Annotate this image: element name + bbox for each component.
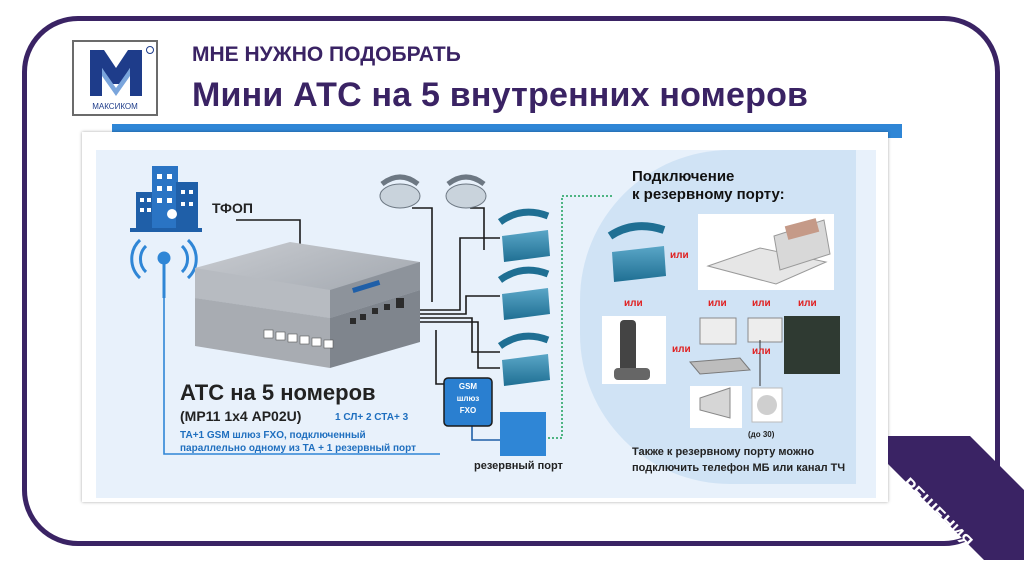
speaker-horn-icon	[690, 386, 742, 428]
page-subtitle: МНЕ НУЖНО ПОДОБРАТЬ	[192, 43, 461, 66]
up-to-30-label: (до 30)	[748, 430, 775, 439]
maxicom-logo	[72, 40, 158, 116]
tfop-label: ТФОП	[212, 200, 253, 216]
footer-line-2: подключить телефон МБ или канал ТЧ	[632, 462, 846, 474]
gsm-gateway-box	[443, 377, 493, 427]
gsm-to-port-link	[471, 424, 500, 441]
grey-phone-icon	[445, 174, 487, 209]
solutions-arrow-shape[interactable]	[888, 436, 1024, 560]
reserve-port-box	[500, 412, 546, 456]
pbx-device-icon	[195, 242, 420, 368]
gsm-label-3: FXO	[459, 406, 477, 415]
pbx-model: (МР11 1х4 АР02U)	[180, 408, 302, 424]
or-label: или	[624, 298, 643, 309]
desk-phone-icon	[497, 332, 550, 386]
reserve-title-1: Подключение	[632, 168, 735, 185]
pbx-title: АТС на 5 номеров	[180, 380, 376, 405]
or-label: или	[798, 298, 817, 309]
grey-phone-icon	[379, 174, 421, 209]
or-label: или	[670, 250, 689, 261]
antenna-icon	[130, 238, 198, 298]
or-label: или	[752, 346, 771, 357]
building-icon	[130, 166, 202, 232]
gsm-label-1: GSM	[458, 382, 478, 391]
gsm-link	[163, 298, 440, 455]
desk-phone-icon	[607, 222, 666, 282]
maxicom-m-icon	[90, 46, 154, 96]
cordless-phone-icon	[602, 316, 666, 384]
logo-caption: МАКСИКОМ	[92, 102, 138, 111]
desk-phone-icon	[497, 266, 550, 320]
or-label: или	[672, 344, 691, 355]
or-label: или	[752, 298, 771, 309]
pbx-spec-short: 1 СЛ+ 2 СТА+ 3	[335, 412, 409, 423]
wall-speaker-icon	[751, 387, 783, 423]
fax-icon	[698, 214, 834, 290]
gsm-label-2: шлюз	[456, 394, 480, 403]
footer-line-1: Также к резервному порту можно	[632, 446, 815, 458]
pbx-spec-line1: ТА+1 GSM шлюз FXO, подключенный	[180, 430, 366, 441]
page-title: Мини АТС на 5 внутренних номеров	[192, 76, 809, 114]
or-label: или	[708, 298, 727, 309]
substation-photo	[784, 316, 840, 374]
splitter-icon	[699, 317, 783, 345]
reserve-link	[548, 195, 612, 439]
reserve-port-label: резервный порт	[474, 460, 563, 472]
amplifier-icon	[688, 357, 752, 375]
reserve-title-2: к резервному порту:	[632, 186, 785, 203]
pbx-spec-line2: параллельно одному из ТА + 1 резервный п…	[180, 443, 416, 454]
desk-phone-icon	[497, 208, 550, 262]
